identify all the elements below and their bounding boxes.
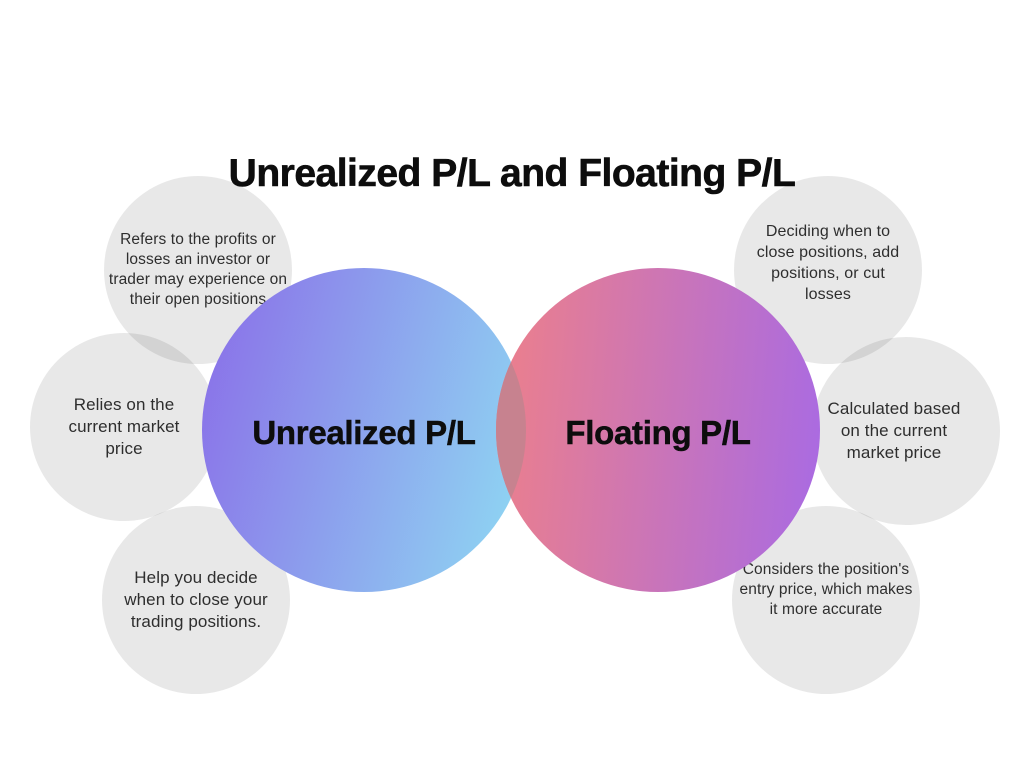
note-circle-unrealized-definition: Refers to the profits or losses an inves… [104, 176, 292, 364]
note-text: Considers the position's entry price, wh… [739, 560, 913, 619]
note-text: Refers to the profits or losses an inves… [108, 230, 288, 309]
note-text: Help you decide when to close your tradi… [124, 567, 268, 632]
venn-label-floating: Floating P/L [565, 414, 751, 452]
note-text: Relies on the current market price [68, 394, 180, 459]
page-title: Unrealized P/L and Floating P/L [228, 152, 796, 196]
note-text: Deciding when to close positions, add po… [756, 223, 900, 303]
venn-circle-unrealized: Unrealized P/L [202, 268, 526, 592]
note-circle-unrealized-market-price: Relies on the current market price [30, 333, 218, 521]
note-circle-floating-calculated: Calculated based on the current market p… [812, 337, 1000, 525]
note-text: Calculated based on the current market p… [827, 398, 961, 463]
venn-circle-floating: Floating P/L [496, 268, 820, 592]
venn-label-unrealized: Unrealized P/L [252, 414, 476, 452]
